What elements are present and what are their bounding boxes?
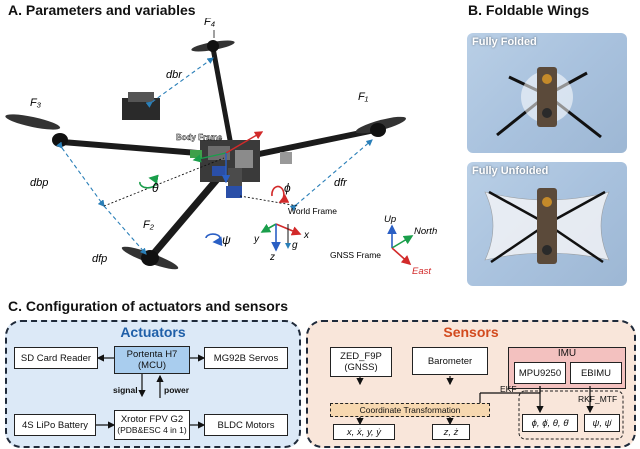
propeller-f1 xyxy=(355,116,406,137)
label-phi: ϕ xyxy=(284,181,291,195)
ebimu-box: EBIMU xyxy=(570,362,622,384)
dimension-lines xyxy=(56,57,373,255)
barometer-box: Barometer xyxy=(412,347,488,375)
power-label: power xyxy=(164,385,190,395)
propeller-f4 xyxy=(191,40,235,52)
output-position-box: x, ẋ, y, ẏ xyxy=(333,424,395,440)
sensors-connectors xyxy=(356,376,624,440)
unfolded-drone-image xyxy=(484,188,610,264)
phi-rotation-icon xyxy=(271,185,290,203)
label-f1: F₁ xyxy=(358,91,369,103)
propeller-f2 xyxy=(121,246,179,270)
axis-g: g xyxy=(292,240,298,251)
portenta-mcu-box: Portenta H7 (MCU) xyxy=(114,346,190,374)
zed-gnss-box: ZED_F9P (GNSS) xyxy=(330,347,392,377)
portenta-line1: Portenta H7 xyxy=(126,349,178,360)
folded-drone-image xyxy=(496,67,602,139)
photo-fully-folded: Fully Folded xyxy=(467,33,627,153)
photo-fully-unfolded: Fully Unfolded xyxy=(467,162,627,286)
photo-folded-label: Fully Folded xyxy=(472,36,537,48)
label-gnss-frame: GNSS Frame xyxy=(330,250,381,260)
propeller-f3 xyxy=(5,114,68,147)
signal-label: signal xyxy=(113,385,138,395)
output-yaw-box: ψ, ψ̇ xyxy=(584,414,620,432)
label-dfr: dfr xyxy=(334,177,348,189)
label-east: East xyxy=(412,266,431,277)
label-f4: F₄ xyxy=(204,18,215,28)
label-f2: F₂ xyxy=(143,219,155,231)
ref-line-left xyxy=(103,157,225,207)
bldc-box: BLDC Motors xyxy=(204,414,288,436)
xrotor-line1: Xrotor FPV G2 xyxy=(120,414,184,425)
section-a-title: A. Parameters and variables xyxy=(8,2,196,18)
label-north: North xyxy=(414,226,437,237)
output-altitude-box: z, ż xyxy=(432,424,470,440)
label-body-frame: Body Frame xyxy=(176,133,223,142)
theta-rotation-icon xyxy=(139,174,159,189)
axis-x: x xyxy=(303,230,310,241)
output-attitude-box: ϕ, ϕ̇, θ, θ̇ xyxy=(522,414,578,432)
label-psi: ψ xyxy=(222,233,231,247)
label-dbp: dbp xyxy=(30,177,48,189)
sensors-title: Sensors xyxy=(443,324,499,340)
imu-label: IMU xyxy=(557,348,577,359)
actuators-connectors xyxy=(96,354,206,429)
label-dfp: dfp xyxy=(92,253,107,265)
ref-line-right xyxy=(239,195,299,207)
section-c-title: C. Configuration of actuators and sensor… xyxy=(8,298,289,314)
label-up: Up xyxy=(384,214,396,225)
photo-unfolded-label: Fully Unfolded xyxy=(472,165,549,177)
coordinate-transformation-box: Coordinate Transformation xyxy=(330,403,490,417)
xrotor-box: Xrotor FPV G2 (PDB&ESC 4 in 1) xyxy=(114,410,190,440)
axis-z: z xyxy=(269,252,275,263)
mpu9250-box: MPU9250 xyxy=(514,362,566,384)
portenta-line2: (MCU) xyxy=(138,360,166,371)
drone-diagram: F₄ F₃ F₁ F₂ dbr dbp dfr dfp θ ϕ ψ Body F… xyxy=(5,18,437,277)
world-frame-axes xyxy=(260,223,302,252)
zed-line2: (GNSS) xyxy=(344,362,378,373)
label-f3: F₃ xyxy=(30,97,42,109)
label-theta: θ xyxy=(152,181,159,195)
gnss-frame-axes xyxy=(387,224,414,266)
rkf-label: RKF_MTF xyxy=(578,394,618,404)
servos-box: MG92B Servos xyxy=(204,347,288,369)
ekf-label: EKF xyxy=(500,384,517,394)
section-b-title: B. Foldable Wings xyxy=(468,2,590,18)
sd-card-reader-box: SD Card Reader xyxy=(14,347,98,369)
xrotor-line2: (PDB&ESC 4 in 1) xyxy=(117,425,187,435)
label-world-frame: World Frame xyxy=(288,206,337,216)
axis-y: y xyxy=(253,234,260,245)
psi-rotation-icon xyxy=(205,233,223,247)
battery-box: 4S LiPo Battery xyxy=(14,414,96,436)
drone-body xyxy=(190,140,292,198)
label-dbr: dbr xyxy=(166,69,183,81)
zed-line1: ZED_F9P xyxy=(340,351,382,362)
actuators-title: Actuators xyxy=(120,324,186,340)
